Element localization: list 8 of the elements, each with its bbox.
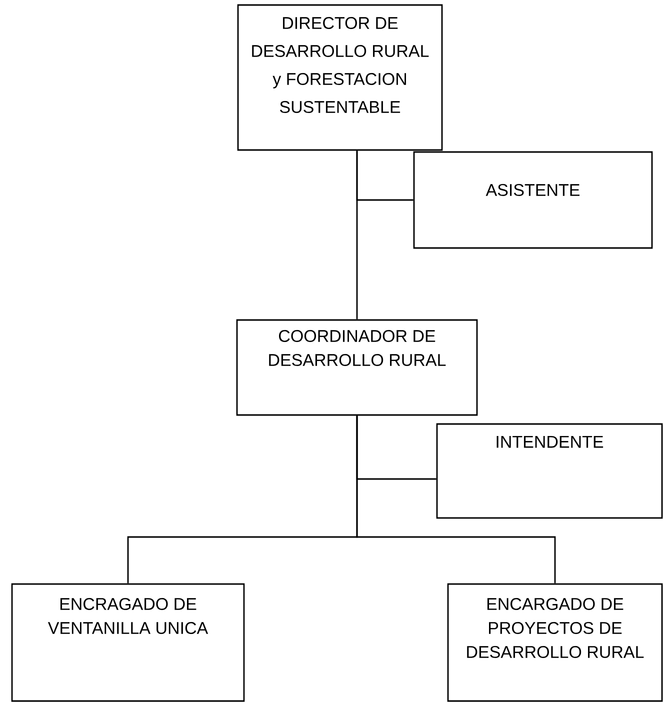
org-box: COORDINADOR DE DESARROLLO RURAL — [236, 319, 478, 416]
org-box: ASISTENTE — [413, 151, 653, 249]
org-box: ENCARGADO DE PROYECTOS DE DESARROLLO RURAL — [447, 583, 663, 702]
connector-line — [356, 416, 556, 584]
org-box: INTENDENTE — [436, 423, 663, 519]
org-box: DIRECTOR DE DESARROLLO RURAL y FORESTACION SUSTENTABLE — [237, 4, 443, 151]
connector-line — [356, 150, 358, 320]
org-box: ENCRAGADO DE VENTANILLA UNICA — [11, 583, 245, 702]
